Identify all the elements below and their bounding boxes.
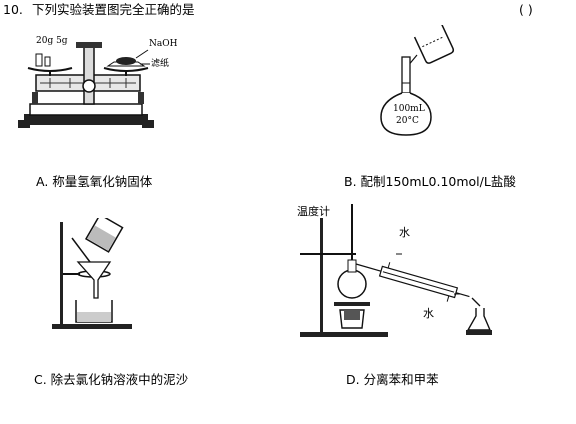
filter-paper-label: 滤纸 [151,59,170,69]
volumetric-flask-figure [380,25,455,136]
flask-temp-label: 20°C [396,116,419,126]
naoh-label: NaOH [149,39,178,49]
water-label-top: 水 [399,226,410,239]
water-label-bottom: 水 [423,307,434,320]
option-c-caption[interactable]: C. 除去氯化钠溶液中的泥沙 [34,372,189,387]
question-stem: 下列实验装置图完全正确的是 [32,2,195,17]
distillation-figure [300,204,492,337]
option-b-caption[interactable]: B. 配制150mL0.10mol/L盐酸 [344,174,516,189]
option-a-caption[interactable]: A. 称量氢氧化钠固体 [36,174,153,189]
flask-volume-label: 100mL [393,104,425,114]
answer-bracket[interactable]: ( ) [519,2,533,17]
question-number: 10. [3,2,23,17]
balance-figure [18,42,154,128]
thermometer-label: 温度计 [297,205,330,218]
filtration-figure [52,218,132,329]
option-d-caption[interactable]: D. 分离苯和甲苯 [346,372,439,387]
weights-label: 20g 5g [36,36,68,46]
